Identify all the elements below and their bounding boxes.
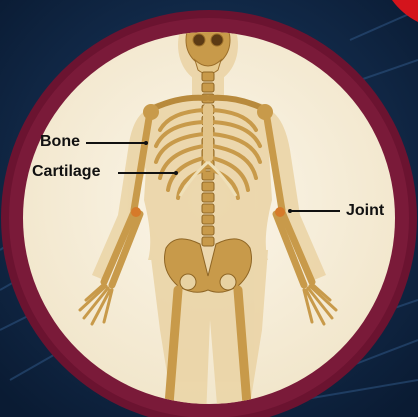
- label-joint: Joint: [346, 202, 384, 220]
- sternum: [203, 104, 213, 162]
- elbow-joint-left: [131, 207, 141, 217]
- label-bone: Bone: [40, 133, 80, 151]
- elbow-joint-right: [275, 207, 285, 217]
- label-cartilage: Cartilage: [32, 163, 100, 181]
- shoulder-joint-right: [257, 104, 273, 120]
- shoulder-joint-left: [143, 104, 159, 120]
